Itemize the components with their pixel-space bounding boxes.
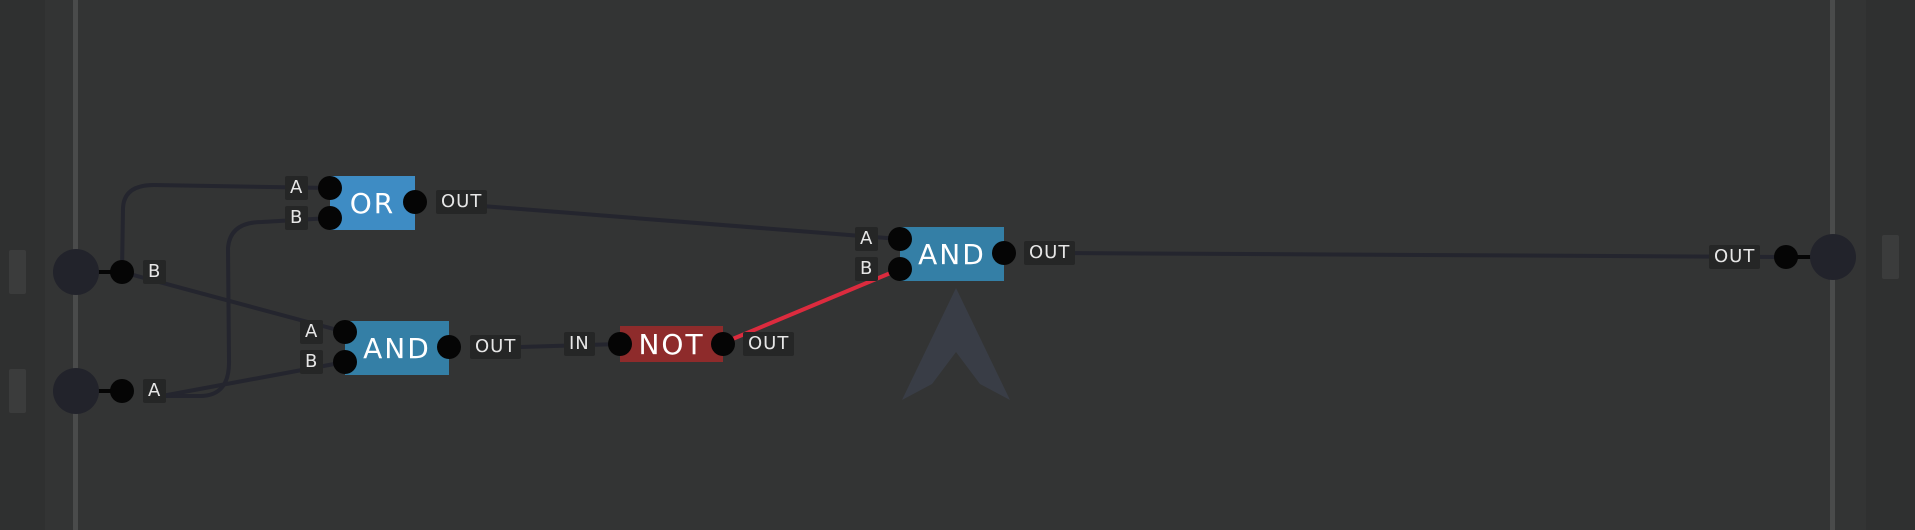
and2-input-a-label: A [855,227,879,251]
and1-input-b-pin[interactable] [333,350,357,374]
or-output-pin[interactable] [403,190,427,214]
input-a-node[interactable] [53,368,99,414]
output-label: OUT [1709,245,1761,269]
wire-or-out-to-and2A [480,204,902,241]
and1-gate[interactable]: AND [345,321,449,375]
not-input-label: IN [564,332,595,356]
not-output-label: OUT [743,332,795,356]
input-b-drag-tab[interactable] [9,250,26,294]
wire-and2-out-to-output [1058,251,1788,259]
and2-input-b-pin[interactable] [888,257,912,281]
not-gate[interactable]: NOT [620,326,723,362]
wire-inputB-to-orA [120,182,332,274]
input-a-drag-tab[interactable] [9,369,26,413]
wire-inputA-to-orB [160,216,332,398]
input-a-label: A [143,379,167,403]
or-input-a-pin[interactable] [318,176,342,200]
and2-gate[interactable]: AND [900,227,1004,281]
and2-output-label: OUT [1024,241,1076,265]
wire-not-out-to-and2B [721,267,902,345]
arch-logo-icon [902,288,1010,400]
and2-output-pin[interactable] [992,241,1016,265]
and1-input-a-label: A [300,320,324,344]
or-input-b-label: B [285,206,309,230]
or-input-a-label: A [285,176,309,200]
and2-input-a-pin[interactable] [888,227,912,251]
and1-input-a-pin[interactable] [333,320,357,344]
and1-input-b-label: B [300,350,324,374]
and1-output-label: OUT [470,335,522,359]
input-a-pin[interactable] [110,379,134,403]
output-pin[interactable] [1774,245,1798,269]
output-drag-tab[interactable] [1882,235,1899,279]
input-b-pin[interactable] [110,260,134,284]
and1-output-pin[interactable] [437,335,461,359]
input-b-label: B [143,260,167,284]
input-b-node[interactable] [53,249,99,295]
or-gate[interactable]: OR [330,176,415,230]
output-node [1810,234,1856,280]
or-input-b-pin[interactable] [318,206,342,230]
and2-input-b-label: B [855,257,879,281]
not-input-pin[interactable] [608,332,632,356]
or-output-label: OUT [436,190,488,214]
not-output-pin[interactable] [711,332,735,356]
